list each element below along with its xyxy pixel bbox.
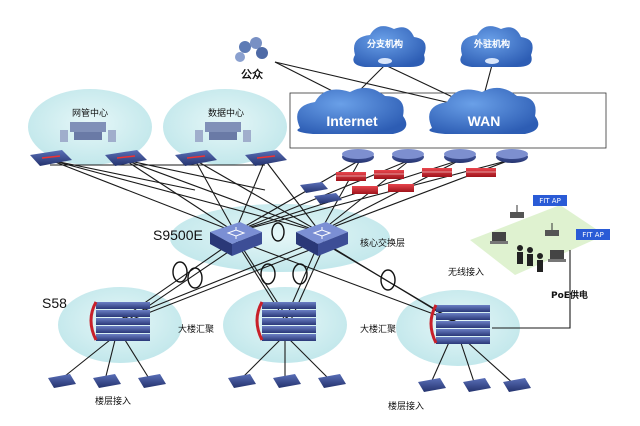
- building-agg-label-1: 大楼汇聚: [178, 323, 214, 335]
- aggregation-stack-3-icon: [429, 304, 490, 344]
- firewall-icon: [336, 172, 366, 181]
- switch-icon: [93, 374, 121, 388]
- data-center-servers-icon: [195, 122, 251, 142]
- poe-power-label: PoE供电: [551, 289, 588, 301]
- access-switches: [48, 374, 531, 392]
- floor-switch-model-label: S58: [42, 295, 67, 311]
- fit-ap-badge-1: FIT AP: [533, 195, 567, 206]
- switch-icon: [138, 374, 166, 388]
- link-aggregation-markers: [172, 222, 396, 291]
- internet-label: Internet: [326, 113, 378, 129]
- firewall-icon: [466, 168, 496, 177]
- router-icon: [496, 149, 528, 163]
- router-icon: [444, 149, 476, 163]
- wan-label: WAN: [468, 113, 501, 129]
- zone-core-layer: [170, 204, 390, 272]
- wan-boundary-box: [289, 92, 607, 149]
- fit-ap-label: FIT AP: [539, 197, 561, 205]
- access-point-icon: [510, 205, 524, 218]
- switch-icon: [318, 374, 346, 388]
- floor-access-label-1: 楼层接入: [95, 395, 131, 407]
- firewall-icon: [388, 184, 414, 192]
- branch-label: 分支机构: [367, 38, 403, 50]
- router-icon: [342, 149, 374, 163]
- offsite-label: 外驻机构: [473, 38, 510, 50]
- public-label: 公众: [241, 67, 264, 81]
- wan-routers: [342, 149, 528, 163]
- cloud-internet: [297, 87, 407, 134]
- wireless-access-label: 无线接入: [448, 266, 484, 278]
- switch-icon: [105, 150, 147, 166]
- switch-icon: [503, 378, 531, 392]
- nms-center-label: 网管中心: [72, 107, 108, 119]
- core-switch-right-icon: [296, 222, 348, 256]
- core-switch-model-label: S9500E: [153, 227, 203, 243]
- core-switch-left-icon: [210, 222, 262, 256]
- core-layer-label: 核心交换层: [360, 237, 405, 249]
- switch-icon: [245, 150, 287, 166]
- switch-icon: [418, 378, 446, 392]
- user-icon: [537, 253, 543, 272]
- cloud-wan: [429, 87, 539, 134]
- connection-lines: [49, 61, 571, 386]
- zone-wireless: [470, 205, 605, 275]
- cloud-offsite: [460, 26, 533, 67]
- cloud-branch: [353, 26, 426, 67]
- access-point-icon: [545, 223, 559, 236]
- data-center-label: 数据中心: [208, 107, 244, 119]
- wireless-ap-icons: [490, 205, 566, 272]
- switch-icon: [175, 150, 217, 166]
- firewalls: [336, 168, 496, 194]
- switch-icon: [48, 374, 76, 388]
- laptop-icon: [490, 232, 508, 244]
- switch-icon: [30, 150, 72, 166]
- firewall-icon: [422, 168, 452, 177]
- fit-ap-label: FIT AP: [582, 231, 604, 239]
- firewall-icon: [374, 170, 404, 179]
- nms-center-servers-icon: [60, 122, 116, 142]
- switch-icon: [314, 193, 342, 204]
- fit-ap-badge-2: FIT AP: [576, 229, 610, 240]
- top-switches: [30, 150, 287, 166]
- switch-icon: [300, 182, 328, 193]
- firewall-icon: [352, 186, 378, 194]
- building-agg-label-2: 大楼汇聚: [360, 323, 396, 335]
- switch-icon: [463, 378, 491, 392]
- aggregation-stack-2-icon: [255, 301, 316, 341]
- small-switches: [300, 182, 342, 204]
- switch-icon: [273, 374, 301, 388]
- aggregation-stack-1-icon: [89, 301, 150, 341]
- public-users-icon: [235, 37, 268, 62]
- floor-access-label-2: 楼层接入: [388, 400, 424, 412]
- switch-icon: [228, 374, 256, 388]
- router-icon: [392, 149, 424, 163]
- user-icon: [527, 247, 533, 266]
- laptop-icon: [548, 250, 566, 262]
- user-icon: [517, 245, 523, 264]
